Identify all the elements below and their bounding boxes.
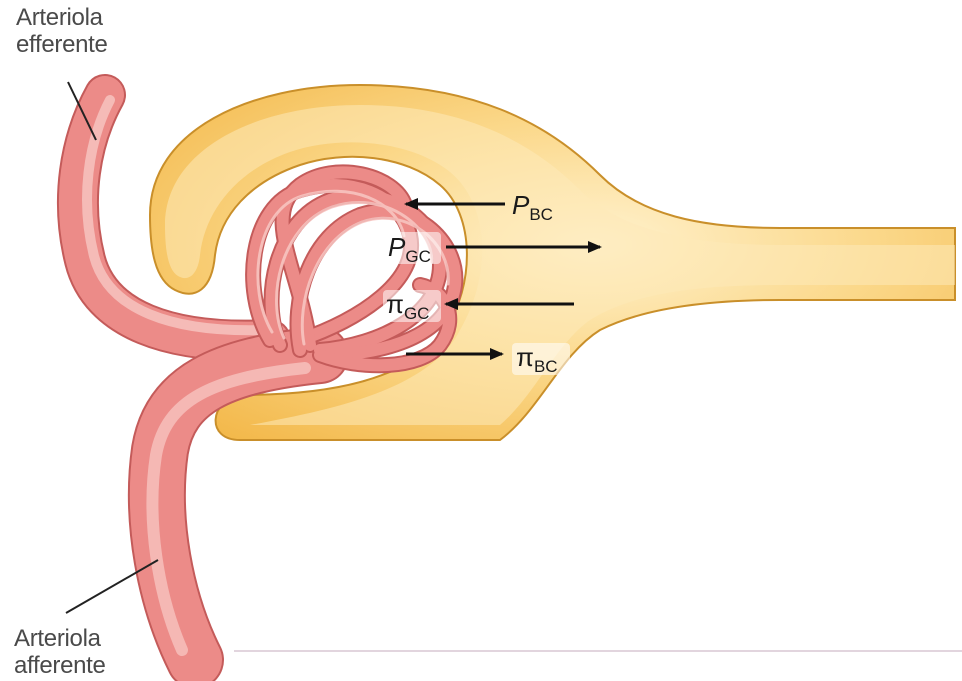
pi-bc-subscript: BC	[534, 357, 558, 376]
afferent-label-line2: afferente	[14, 652, 106, 679]
p-bc-subscript: BC	[529, 205, 553, 224]
pi-gc-subscript: GC	[404, 304, 430, 323]
pi-bc-symbol: π	[516, 342, 534, 372]
label-arteriola-efferente: Arteriola efferente	[16, 4, 108, 58]
efferent-label-line2: efferente	[16, 31, 108, 58]
label-pi-gc: πGC	[386, 290, 429, 328]
label-arteriola-afferente: Arteriola afferente	[14, 625, 106, 679]
afferent-label-line1: Arteriola	[14, 625, 106, 652]
label-p-gc: PGC	[388, 233, 431, 271]
label-p-bc: PBC	[512, 191, 553, 229]
p-gc-symbol: P	[388, 232, 405, 262]
label-pi-bc: πBC	[516, 343, 558, 381]
blank-panel	[234, 446, 962, 651]
p-gc-subscript: GC	[405, 247, 431, 266]
p-bc-symbol: P	[512, 190, 529, 220]
efferent-label-line1: Arteriola	[16, 4, 108, 31]
pi-gc-symbol: π	[386, 289, 404, 319]
